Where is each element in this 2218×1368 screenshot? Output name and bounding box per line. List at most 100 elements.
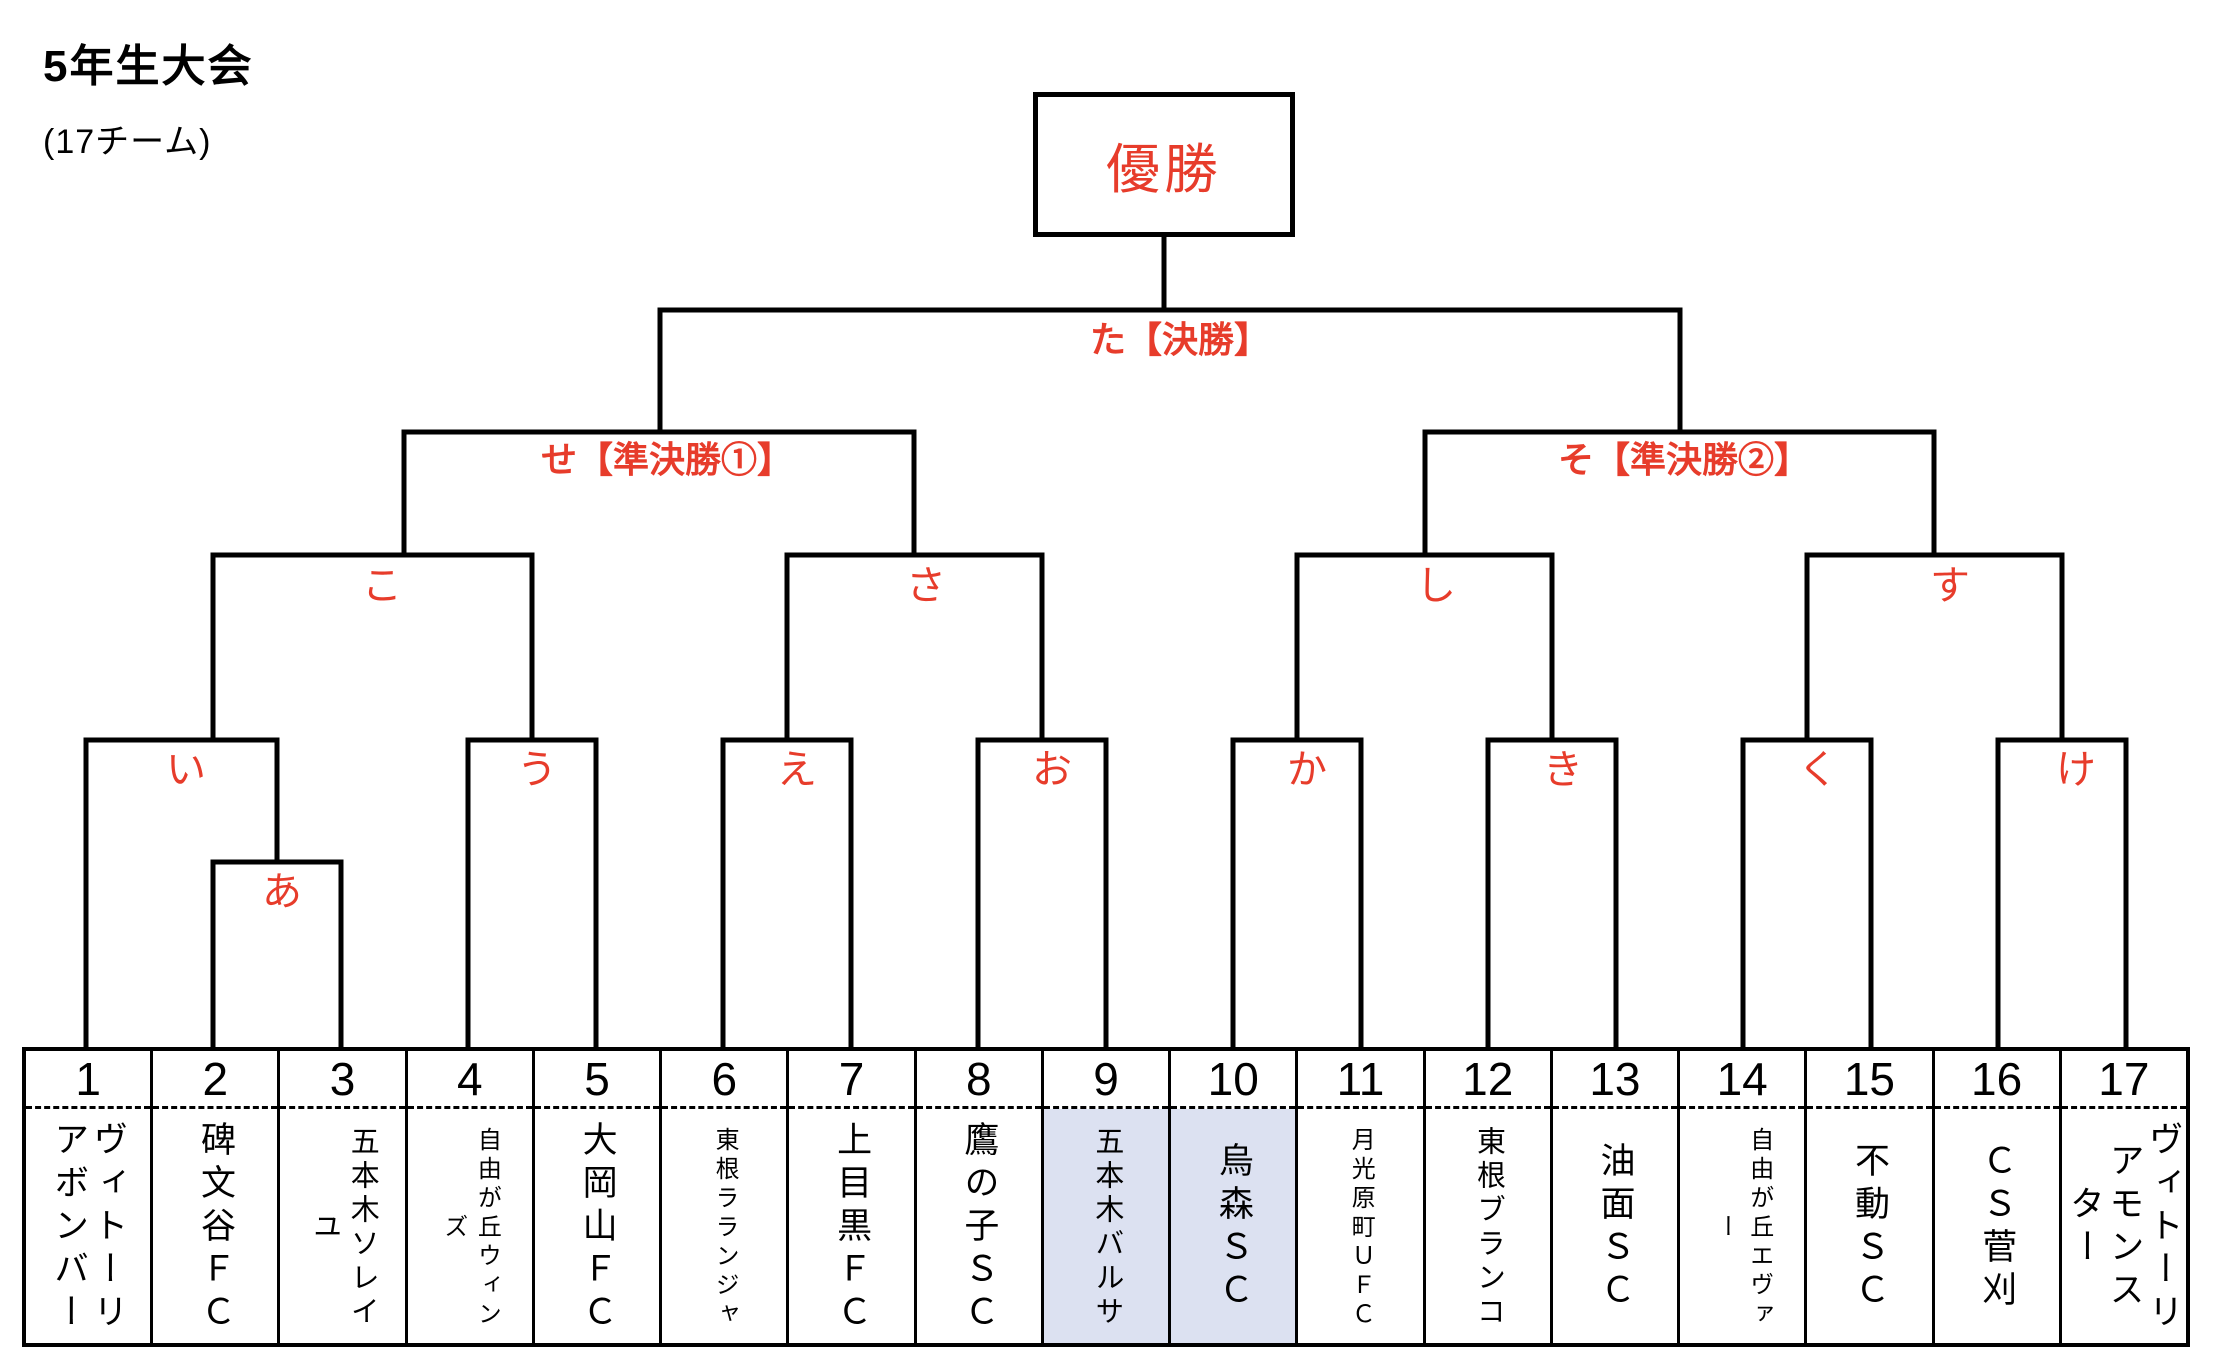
team-column: 1 ヴィトーリ アボンバー	[26, 1051, 154, 1343]
team-column: 11 月光原町ＵＦＣ	[1298, 1051, 1426, 1343]
match-label-ki: き	[1543, 748, 1583, 792]
team-column: 13 油面ＳＣ	[1552, 1051, 1681, 1343]
connector-match-ku	[1740, 737, 1874, 1051]
match-label-i: い	[166, 748, 206, 792]
connector-match-o	[975, 737, 1109, 1051]
team-name: ヴィトーリ アボンバー	[49, 1120, 128, 1336]
team-number: 9	[1043, 1051, 1169, 1109]
champion-box: 優勝	[1033, 92, 1295, 237]
team-name: 自由が丘ウィンズ	[439, 1126, 501, 1330]
team-name-cell: 東根ラランジャ	[662, 1109, 786, 1343]
page-subtitle: (17チーム)	[43, 123, 212, 161]
connector-match-ka	[1230, 737, 1364, 1051]
team-number: 5	[534, 1051, 660, 1109]
connector-match-ko	[210, 552, 535, 742]
connector-final	[657, 307, 1683, 434]
team-column: 2 碑文谷ＦＣ	[153, 1051, 281, 1343]
team-name-cell: 自由が丘エヴァー	[1680, 1109, 1804, 1343]
team-name: 油面ＳＣ	[1595, 1142, 1635, 1314]
team-name-cell: ヴィトーリ アモンス ター	[2062, 1109, 2186, 1343]
team-name: 鷹の子ＳＣ	[959, 1120, 999, 1336]
team-number: 17	[2061, 1051, 2186, 1109]
connector-match-ki	[1485, 737, 1619, 1051]
team-name: 五本木バルサ	[1090, 1126, 1123, 1330]
team-name: 東根ブランコ	[1472, 1126, 1505, 1330]
connector-semifinal-left	[401, 429, 917, 557]
connector-match-a	[210, 859, 344, 1051]
team-name: 不動ＳＣ	[1849, 1142, 1889, 1314]
connector-match-e	[720, 737, 854, 1051]
team-column: 3 五本木ソレイユ	[280, 1051, 408, 1343]
team-name: 自由が丘エヴァー	[1712, 1126, 1773, 1330]
match-label-ku: く	[1798, 748, 1838, 792]
team-number: 2	[153, 1051, 278, 1109]
team-name: 月光原町ＵＦＣ	[1347, 1126, 1375, 1330]
team-name: 五本木ソレイユ	[308, 1126, 379, 1330]
team-name-cell: 月光原町ＵＦＣ	[1298, 1109, 1422, 1343]
team-name: ＣＳ菅刈	[1977, 1142, 2017, 1314]
semifinal-right-label: そ【準決勝②】	[1557, 439, 1811, 480]
connector-match-i	[83, 737, 280, 1051]
team-number: 1	[26, 1051, 151, 1109]
team-number: 12	[1425, 1051, 1550, 1109]
team-number: 7	[789, 1051, 914, 1109]
team-column: 17 ヴィトーリ アモンス ター	[2061, 1051, 2186, 1343]
connector-match-ke	[1995, 737, 2129, 1051]
match-label-ka: か	[1287, 748, 1327, 792]
team-number: 4	[407, 1051, 532, 1109]
team-column: 7 上目黒ＦＣ	[789, 1051, 917, 1343]
team-name-cell: ヴィトーリ アボンバー	[26, 1109, 150, 1343]
match-label-u: う	[517, 748, 557, 792]
team-number: 14	[1680, 1051, 1805, 1109]
team-number: 10	[1171, 1051, 1296, 1109]
team-number: 13	[1552, 1051, 1678, 1109]
team-number: 8	[916, 1051, 1041, 1109]
team-name-cell: 五本木ソレイユ	[280, 1109, 404, 1343]
team-number: 11	[1298, 1051, 1423, 1109]
connector-semifinal-right	[1422, 429, 1937, 557]
team-column: 6 東根ラランジャ	[662, 1051, 790, 1343]
match-label-ko: こ	[362, 564, 402, 608]
team-column: 10 烏森ＳＣ	[1171, 1051, 1299, 1343]
match-label-o: お	[1032, 748, 1072, 792]
team-name: 大岡山ＦＣ	[577, 1120, 617, 1336]
connector-match-shi	[1294, 552, 1555, 742]
team-name-cell: ＣＳ菅刈	[1935, 1109, 2059, 1343]
team-column: 16 ＣＳ菅刈	[1934, 1051, 2062, 1343]
match-label-su: す	[1930, 564, 1970, 608]
team-name-cell: 油面ＳＣ	[1553, 1109, 1677, 1343]
connector-match-u	[465, 737, 599, 1051]
team-number: 6	[662, 1051, 787, 1109]
final-label: た【決勝】	[1089, 319, 1271, 360]
team-name-cell: 東根ブランコ	[1426, 1109, 1550, 1343]
champion-label: 優勝	[1106, 140, 1222, 200]
match-label-shi: し	[1416, 564, 1456, 608]
connector-match-su	[1804, 552, 2065, 742]
team-number: 3	[280, 1051, 405, 1109]
team-column: 4 自由が丘ウィンズ	[407, 1051, 535, 1343]
team-column: 5 大岡山ＦＣ	[534, 1051, 663, 1343]
team-column: 14 自由が丘エヴァー	[1680, 1051, 1808, 1343]
match-label-a: あ	[262, 870, 302, 914]
team-column: 8 鷹の子ＳＣ	[916, 1051, 1044, 1343]
team-name-cell: 不動ＳＣ	[1807, 1109, 1931, 1343]
team-column: 12 東根ブランコ	[1425, 1051, 1553, 1343]
team-name-cell: 烏森ＳＣ	[1171, 1109, 1296, 1343]
team-name-cell: 大岡山ＦＣ	[535, 1109, 659, 1343]
match-label-ke: け	[2056, 748, 2096, 792]
team-column: 9 五本木バルサ	[1043, 1051, 1172, 1343]
page-title: 5年生大会	[43, 42, 254, 91]
team-number: 16	[1934, 1051, 2059, 1109]
team-name: ヴィトーリ アモンス ター	[2065, 1120, 2183, 1336]
match-label-sa: さ	[906, 564, 946, 608]
connector-match-sa	[784, 552, 1045, 742]
team-name-cell: 上目黒ＦＣ	[789, 1109, 913, 1343]
team-name: 烏森ＳＣ	[1213, 1142, 1253, 1314]
team-column: 15 不動ＳＣ	[1807, 1051, 1935, 1343]
team-name-cell: 鷹の子ＳＣ	[917, 1109, 1041, 1343]
team-name: 碑文谷ＦＣ	[195, 1120, 235, 1336]
team-name: 東根ラランジャ	[711, 1126, 739, 1330]
match-label-e: え	[777, 748, 817, 792]
